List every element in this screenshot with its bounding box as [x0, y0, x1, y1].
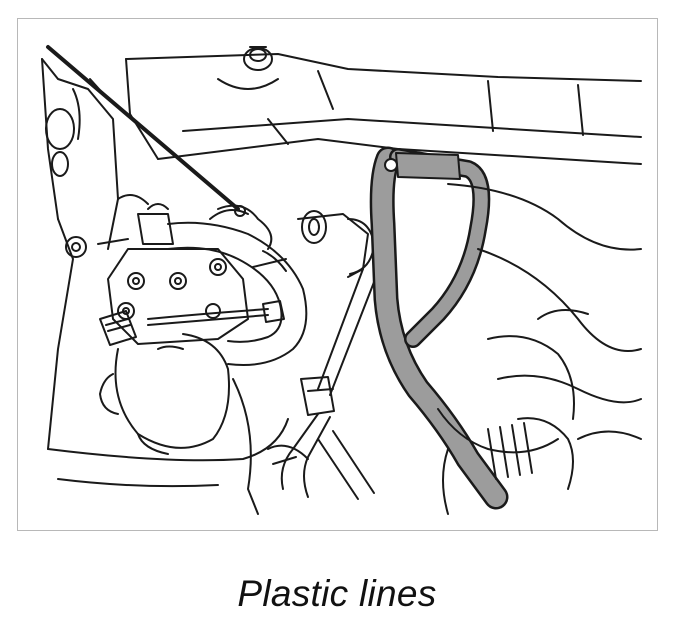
- engine-bay-line-drawing: [41, 45, 642, 515]
- figure-caption: Plastic lines: [237, 573, 437, 614]
- left-strut-housing: [41, 58, 149, 450]
- electrical-connector: [99, 300, 285, 346]
- illustration-frame: [17, 18, 658, 531]
- mounting-bolt: [243, 46, 273, 71]
- dipstick-rod: [46, 45, 273, 250]
- rubber-hose: [167, 221, 308, 366]
- lower-floor-panel: [47, 378, 289, 515]
- upper-body-panel: [125, 53, 642, 165]
- fuel-canister: [99, 333, 230, 455]
- right-wheel-arch: [437, 183, 642, 515]
- plastic-lines-highlight: [369, 146, 509, 510]
